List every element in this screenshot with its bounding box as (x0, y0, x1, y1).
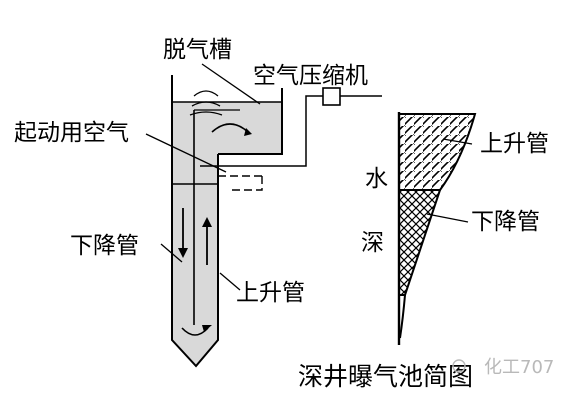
startup-air-label: 起动用空气 (14, 120, 129, 146)
riser-label: 上升管 (236, 280, 305, 306)
upflow-arrow (202, 217, 212, 265)
diagram-title: 深井曝气池简图 (298, 362, 473, 391)
leader-lines (145, 63, 261, 291)
compressor-box (322, 87, 341, 106)
downflow-arrow (178, 208, 188, 258)
shaft-wall (171, 102, 219, 368)
riser-profile-area (398, 113, 477, 191)
degas-tank-label: 脱气槽 (163, 37, 232, 63)
air-piping (200, 87, 382, 191)
downcomer-profile-area (398, 189, 442, 296)
startup-air-pipe (218, 175, 263, 191)
degas-tank-wall (171, 75, 283, 155)
profile-downcomer-label: 下降管 (471, 209, 540, 235)
watermark-text: 化工707 (484, 357, 554, 378)
compressor-pipe (200, 95, 382, 167)
downcomer-label: 下降管 (70, 233, 139, 259)
profile-chart (397, 112, 477, 345)
overflow-arrow (211, 123, 252, 136)
shaft-water (172, 102, 282, 366)
profile-riser-label: 上升管 (480, 131, 549, 157)
bottom-turn-arrow (181, 325, 212, 336)
depth-label-deep: 深 (361, 230, 384, 256)
surface-swirl (189, 90, 223, 116)
profile-tail (399, 294, 406, 339)
depth-label-water: 水 (365, 166, 388, 192)
watermark: 化工707 (452, 357, 554, 378)
watermark-icon (452, 359, 466, 373)
air-compressor-label: 空气压缩机 (253, 63, 368, 89)
aeration-shaft (171, 75, 283, 368)
